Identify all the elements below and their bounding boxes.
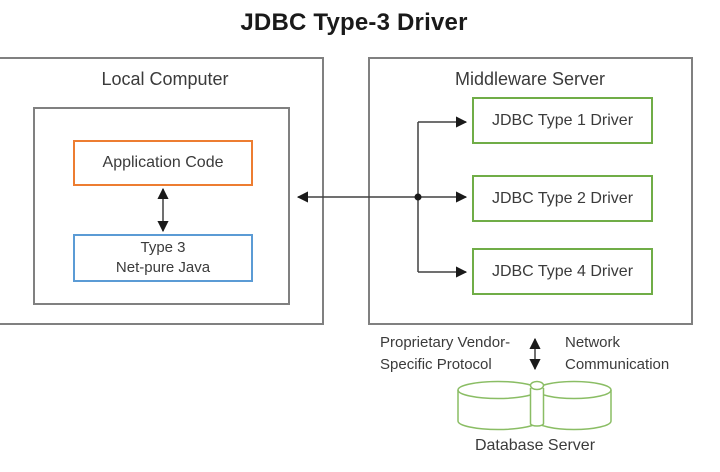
proprietary-protocol-line1: Proprietary Vendor- — [380, 334, 511, 351]
middleware-server-box — [368, 57, 693, 325]
network-communication-line1: Network — [565, 334, 621, 351]
page-title: JDBC Type-3 Driver — [240, 9, 468, 36]
proprietary-protocol-label: Proprietary Vendor- Specific Protocol — [380, 332, 510, 375]
local-computer-inner-box — [33, 107, 290, 305]
cylinder-neck-body — [529, 388, 545, 427]
database-server-label: Database Server — [474, 437, 596, 454]
type3-label-line1: Type 3 — [140, 239, 186, 256]
middleware-server-label: Middleware Server — [454, 69, 606, 89]
type3-net-pure-java-box: Type 3 Net-pure Java — [73, 234, 253, 282]
cylinder-right-top — [536, 380, 612, 400]
cylinder-right-body — [536, 390, 612, 431]
cylinder-neck-top — [529, 380, 545, 391]
jdbc-type4-driver-label: JDBC Type 4 Driver — [491, 262, 634, 280]
local-computer-label: Local Computer — [101, 69, 229, 89]
jdbc-type1-driver-box: JDBC Type 1 Driver — [472, 97, 653, 144]
local-computer-box — [0, 57, 324, 325]
jdbc-type2-driver-label: JDBC Type 2 Driver — [491, 189, 634, 207]
jdbc-type1-driver-label: JDBC Type 1 Driver — [491, 111, 634, 129]
proprietary-protocol-line2: Specific Protocol — [380, 355, 492, 373]
network-communication-line2: Communication — [565, 355, 670, 373]
type3-label-line2: Net-pure Java — [115, 259, 211, 276]
cylinder-left-top — [457, 380, 539, 400]
database-cylinder-icon — [457, 380, 612, 431]
cylinder-left-body — [457, 390, 539, 431]
application-code-label: Application Code — [102, 154, 224, 171]
application-code-box: Application Code — [73, 140, 253, 186]
jdbc-type4-driver-box: JDBC Type 4 Driver — [472, 248, 653, 295]
jdbc-type2-driver-box: JDBC Type 2 Driver — [472, 175, 653, 222]
network-communication-label: Network Communication — [565, 332, 669, 375]
